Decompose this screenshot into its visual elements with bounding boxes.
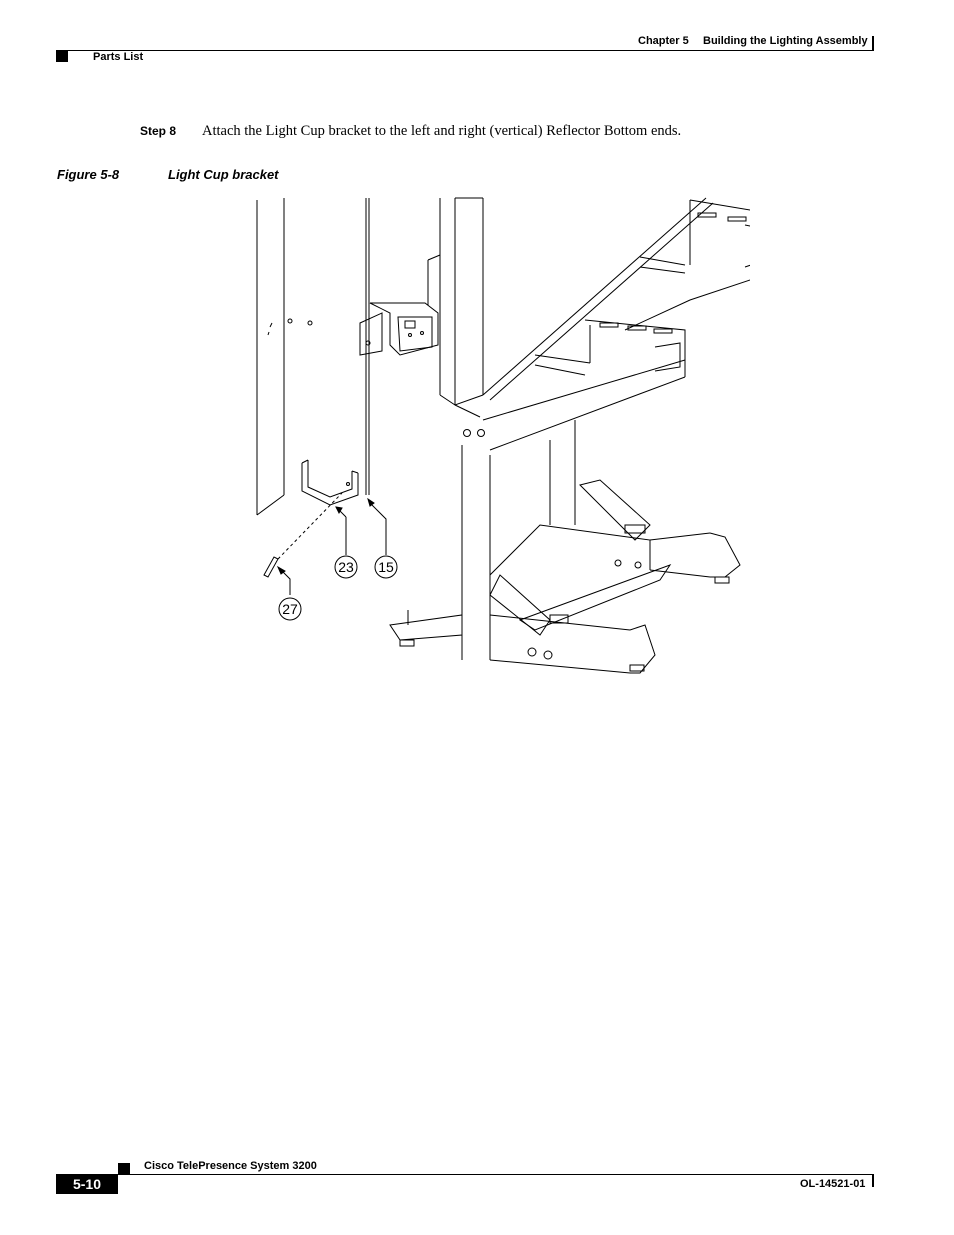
header-marker-block	[56, 50, 68, 62]
screw	[263, 492, 343, 578]
footer-rule	[56, 1174, 874, 1175]
callout-15-leader	[369, 502, 387, 555]
mounting-bracket	[359, 302, 439, 356]
light-cup-bracket	[301, 459, 359, 506]
figure-number: Figure 5-8	[57, 167, 120, 182]
page-number: 5-10	[56, 1175, 118, 1194]
svg-text:15: 15	[378, 559, 394, 575]
callout-23: 23	[334, 555, 358, 579]
callout-27-leader	[281, 570, 291, 595]
header-right-bar	[872, 36, 874, 51]
header-chapter-title: Building the Lighting Assembly	[703, 35, 868, 47]
reflector-arm	[482, 197, 714, 451]
vertical-column	[427, 197, 485, 437]
svg-text:27: 27	[282, 601, 298, 617]
callout-27: 27	[278, 597, 302, 621]
footer-marker-block	[118, 1163, 130, 1175]
callout-15: 15	[374, 555, 398, 579]
header-section: Parts List	[93, 51, 144, 63]
base-frame	[389, 420, 741, 674]
left-panel	[256, 198, 370, 516]
step-text: Attach the Light Cup bracket to the left…	[202, 123, 682, 139]
upper-reflector-tray	[624, 199, 750, 331]
footer-product: Cisco TelePresence System 3200	[144, 1160, 317, 1172]
light-cup-bracket-illustration: 23 15 27	[250, 195, 750, 680]
footer-doc-id: OL-14521-01	[800, 1178, 866, 1190]
step-label: Step 8	[140, 124, 177, 138]
header-rule	[56, 50, 874, 51]
middle-reflector-tray	[534, 319, 686, 376]
svg-text:23: 23	[338, 559, 354, 575]
header-chapter: Chapter 5	[638, 35, 689, 47]
figure-title: Light Cup bracket	[168, 167, 279, 182]
footer-right-bar	[872, 1175, 874, 1187]
